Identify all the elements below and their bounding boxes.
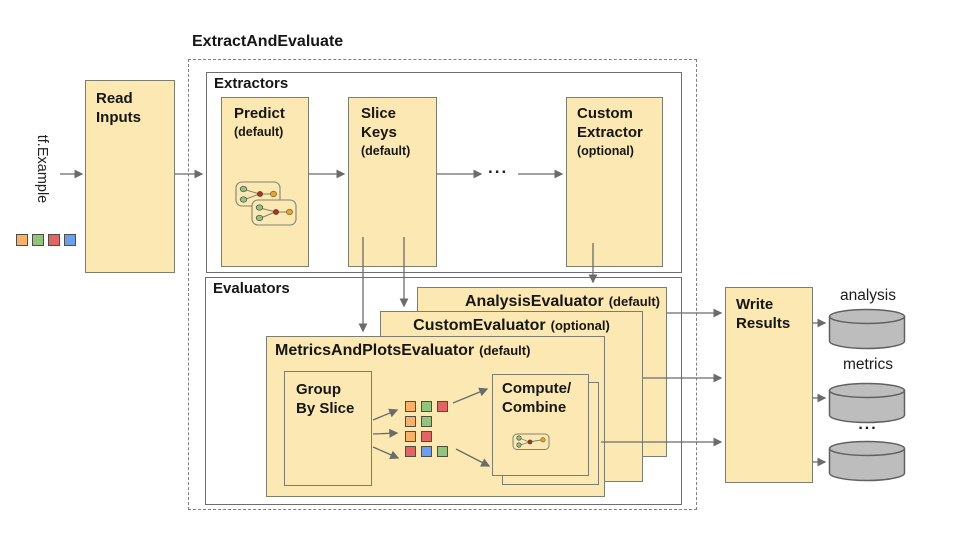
orange-record-square — [405, 416, 416, 427]
extract-and-evaluate-title: ExtractAndEvaluate — [192, 33, 344, 50]
red-record-square — [437, 401, 448, 412]
more-outputs-ellipsis: ... — [858, 416, 878, 433]
model-graph-icon — [235, 181, 297, 226]
other-database-icon — [828, 440, 906, 482]
green-record-square — [437, 446, 448, 457]
red-record-square — [421, 431, 432, 442]
sliced-records — [405, 401, 448, 457]
metrics-database-icon — [828, 382, 906, 424]
sliced-record-row — [405, 446, 448, 457]
slice-keys-label: Slice Keys — [361, 105, 397, 141]
blue-record-square — [421, 446, 432, 457]
green-record-square — [421, 416, 432, 427]
tf-example-label: tf.Example — [34, 134, 50, 204]
orange-record-square — [405, 401, 416, 412]
metrics-output-label: metrics — [843, 356, 893, 373]
extractors-label: Extractors — [214, 75, 289, 92]
red-record-square — [48, 234, 60, 246]
analysis-output-label: analysis — [840, 287, 896, 304]
sliced-record-row — [405, 431, 448, 442]
green-record-square — [32, 234, 44, 246]
group-by-slice-box: Group By Slice — [284, 371, 372, 486]
extract-and-evaluate-container — [188, 59, 697, 510]
custom-extractor-box: Custom Extractor (optional) — [566, 97, 663, 267]
orange-record-square — [16, 234, 28, 246]
write-results-box: Write Results — [725, 287, 813, 483]
read-inputs-box: Read Inputs — [85, 80, 175, 273]
analysis-database-icon — [828, 308, 906, 350]
sliced-record-row — [405, 416, 448, 427]
slice-keys-qualifier: (default) — [361, 143, 411, 158]
custom-evaluator-qualifier: (optional) — [550, 318, 610, 333]
write-results-label: Write Results — [736, 296, 791, 332]
more-extractors-ellipsis: ... — [488, 158, 509, 177]
predict-qualifier: (default) — [234, 124, 284, 139]
metrics-and-plots-evaluator-qualifier: (default) — [479, 343, 531, 358]
extractors-container: Extractors — [206, 72, 682, 273]
compute-combine-label-line2: Combine — [502, 398, 567, 416]
predict-label: Predict — [234, 105, 285, 122]
analysis-evaluator-name: AnalysisEvaluator — [464, 293, 604, 310]
blue-record-square — [64, 234, 76, 246]
analysis-evaluator-label: AnalysisEvaluator (default) — [418, 288, 666, 311]
sliced-record-row — [405, 401, 448, 412]
custom-evaluator-label: CustomEvaluator (optional) — [381, 312, 642, 335]
evaluators-label: Evaluators — [213, 280, 290, 297]
evaluators-container: Evaluators — [205, 277, 682, 505]
analysis-evaluator-qualifier: (default) — [608, 294, 660, 309]
compute-combine-box: Compute/ Combine — [492, 374, 589, 476]
group-by-slice-label: Group By Slice — [296, 381, 355, 417]
combine-graph-icon — [512, 433, 550, 450]
custom-extractor-qualifier: (optional) — [577, 143, 634, 158]
slice-keys-box: Slice Keys (default) — [348, 97, 437, 267]
custom-evaluator-name: CustomEvaluator — [413, 317, 546, 334]
compute-combine-label-line1: Compute/ — [502, 380, 572, 397]
orange-record-square — [405, 431, 416, 442]
tf-example-records — [16, 234, 76, 246]
metrics-and-plots-evaluator-name: MetricsAndPlotsEvaluator — [275, 342, 475, 359]
predict-box: Predict (default) — [221, 97, 309, 267]
metrics-and-plots-evaluator-label: MetricsAndPlotsEvaluator (default) — [267, 337, 604, 360]
red-record-square — [405, 446, 416, 457]
custom-extractor-label: Custom Extractor — [577, 105, 643, 141]
green-record-square — [421, 401, 432, 412]
read-inputs-label: Read Inputs — [96, 90, 141, 126]
